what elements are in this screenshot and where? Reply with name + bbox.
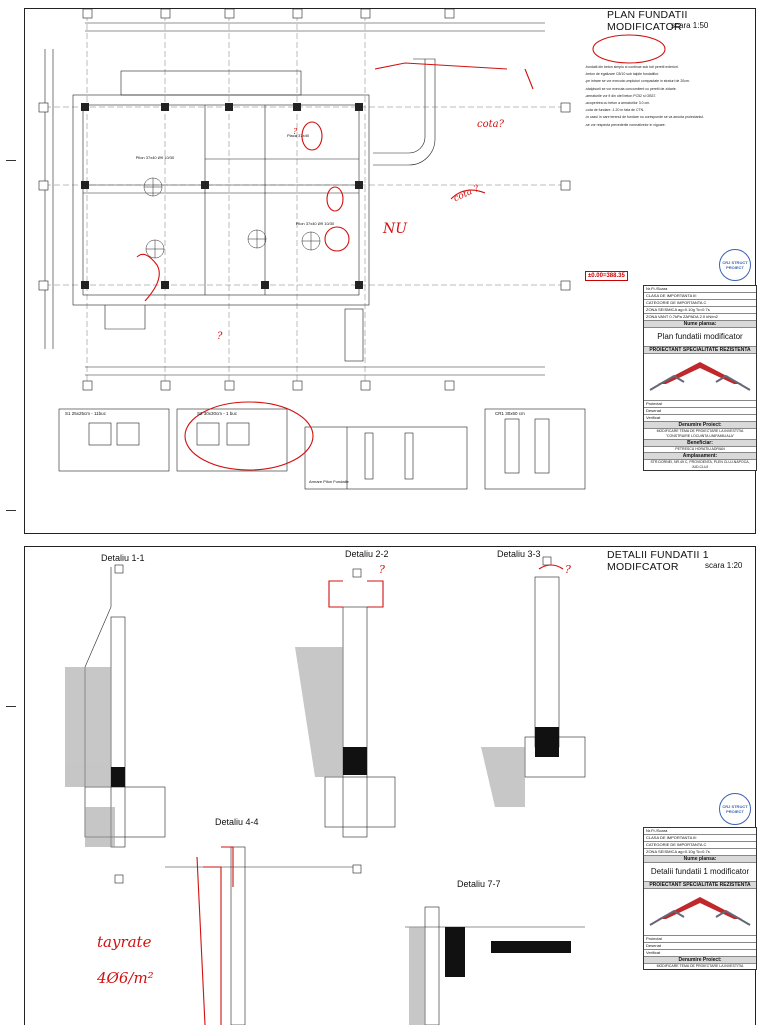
company-stamp: CRJ STRUCT PROIECT — [719, 793, 751, 825]
section-label: S1 25x25cm - 11buc — [65, 411, 106, 416]
page-edge-tick — [6, 706, 16, 707]
details-sheet: DETALII FUNDATII 1 MODIFCATOR scara 1:20… — [24, 546, 757, 1025]
tb-row: CATEGORIE DE IMPORTANTA C — [644, 842, 756, 849]
detail-title: Detaliu 4-4 — [215, 817, 259, 827]
sheet-scale: scara 1:50 — [671, 21, 709, 30]
note-line: -fundatii din beton simplu si continue s… — [585, 65, 679, 69]
note-line: -acoperirea cu beton a armaturilor 3.0 c… — [585, 101, 651, 106]
section-label: S2 30x30cm - 1 buc — [197, 411, 238, 416]
detail-title: Detaliu 7-7 — [457, 879, 501, 889]
tb-theme: MODIFICARE TEMA DE PROIECTARE LA INVESTI… — [644, 429, 756, 440]
company-logo — [644, 889, 756, 936]
tb-role: Verificat — [644, 415, 756, 422]
tb-role: Proiectat — [644, 401, 756, 408]
detail-title: Detaliu 1-1 — [101, 553, 145, 563]
tb-row: ZONA SEISMICA ag=0.10g Tc=0.7s — [644, 849, 756, 856]
note-line: -stalpisorii se vor executa concomitent … — [585, 86, 677, 91]
tb-location: STR.DORNEI, NR.49 C, PROVIDENTA, PLEN CL… — [650, 460, 750, 469]
detail-title: Detaliu 3-3 — [497, 549, 541, 559]
room-label: Placa 37x40 — [287, 133, 310, 138]
section-label: Armare Pilon Fundatie — [309, 479, 349, 484]
sheet-title: DETALII FUNDATII 1 MODIFCATOR — [607, 549, 709, 573]
tb-role: Verificat — [644, 950, 756, 957]
company-stamp: CRJ STRUCT PROIECT — [719, 249, 751, 281]
tb-row: ZONA VANT 0.7kPa ZAPADA 2.0 kN/m2 — [644, 314, 756, 321]
note-line: -cota de fundare -1.20 m fata de CTN. — [585, 108, 645, 113]
page-edge-tick — [6, 160, 16, 161]
tb-row: Nr.Ft./Scara — [644, 828, 756, 835]
title-block: Nr.Ft./Scara CLASA DE IMPORTANTA III CAT… — [643, 285, 757, 471]
tb-row: ZONA SEISMICA ag=0.10g Tc=0.7s — [644, 307, 756, 314]
page-edge-tick — [6, 510, 16, 511]
tb-name-label: Nume plansa: — [644, 321, 756, 328]
sheet-title: PLAN FUNDATII MODIFICATOR — [607, 9, 688, 33]
tb-theme-label: Denumire Proiect: — [644, 957, 756, 964]
foundation-plan-drawing — [38, 9, 666, 490]
sheet-scale: scara 1:20 — [705, 561, 743, 570]
tb-name-label: Nume plansa: — [644, 856, 756, 863]
handwritten-note: ? — [379, 563, 385, 576]
title-block: Nr.Ft./Scara CLASA DE IMPORTANTA III CAT… — [643, 827, 757, 970]
reference-level: ±0.00=388.35 — [585, 271, 628, 281]
tb-role: Proiectat — [644, 936, 756, 943]
handwritten-note: cota? — [477, 119, 504, 130]
tb-row: Nr.Ft./Scara — [644, 286, 756, 293]
handwritten-note: ? — [293, 127, 298, 136]
note-line: -se vor respecta prevederile normativelo… — [585, 122, 666, 127]
note-line: -armaturile vor fi din otel beton PC52 s… — [585, 93, 657, 98]
tb-row: CLASA DE IMPORTANTA III — [644, 835, 756, 842]
tb-drawing-name: Plan fundatii modificator — [644, 328, 756, 347]
handwritten-note: tayrate — [97, 933, 152, 951]
tb-designer-label: PROIECTANT SPECIALITATE REZISTENTA — [644, 347, 756, 354]
foundation-details-drawing — [65, 556, 586, 1025]
tb-role: Desenat — [644, 943, 756, 950]
tb-row: CLASA DE IMPORTANTA III — [644, 293, 756, 300]
tb-theme-label: Denumire Proiect: — [644, 422, 756, 429]
tb-client: PETRESCU HORATIU ADRIAN — [644, 447, 756, 453]
tb-theme: MODIFICARE TEMA DE PROIECTARE LA INVESTI… — [656, 964, 744, 968]
general-notes: -fundatii din beton simplu si continue s… — [585, 65, 753, 291]
tb-location-label: Amplasament: — [644, 453, 756, 460]
handwritten-note: 4Ø6/m² — [97, 969, 154, 987]
room-label: Pilon 37x40 Ø9 10/30 — [295, 221, 335, 226]
company-logo — [644, 354, 756, 401]
tb-drawing-name: Detalii fundatii 1 modificator — [644, 863, 756, 882]
handwritten-note: ? — [565, 563, 571, 576]
note-line: -pe intrare se vor executa umpluturi com… — [585, 79, 690, 84]
note-line: -beton de egalizare C8/10 sub talpile fu… — [585, 72, 659, 77]
note-line: -in cazul in care terenul de fundare nu … — [585, 115, 705, 120]
tb-row: CATEGORIE DE IMPORTANTA C — [644, 300, 756, 307]
tb-client-label: Beneficiar: — [644, 440, 756, 447]
section-label: CR1 30x60 cm — [495, 411, 525, 416]
handwritten-note: NU — [383, 221, 408, 237]
plan-sheet: PLAN FUNDATII MODIFICATOR scara 1:50 Pil… — [24, 8, 757, 534]
handwritten-note: ? — [217, 331, 223, 342]
tb-role: Desenat — [644, 408, 756, 415]
detail-title: Detaliu 2-2 — [345, 549, 389, 559]
room-label: Pilon 37x40 Ø9 10/30 — [135, 155, 175, 160]
tb-designer-label: PROIECTANT SPECIALITATE REZISTENTA — [644, 882, 756, 889]
